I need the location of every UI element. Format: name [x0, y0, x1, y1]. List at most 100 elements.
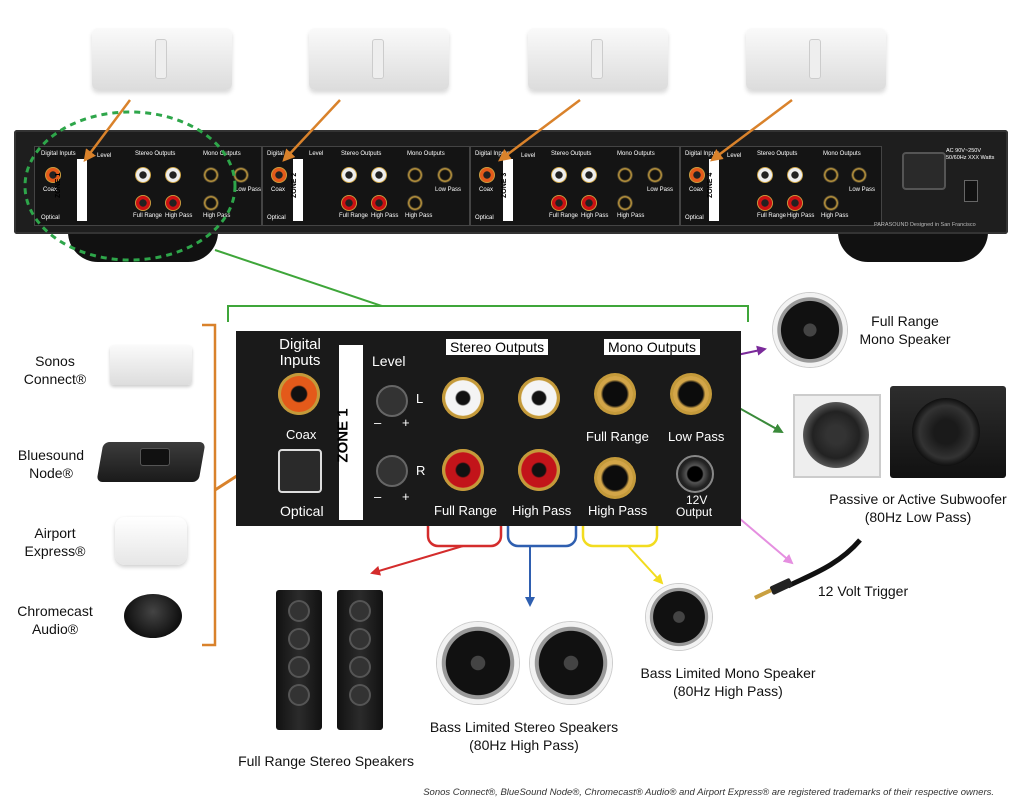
- sonos-connect-icon: [528, 28, 668, 90]
- bass-mono-label: Bass Limited Mono Speaker (80Hz High Pas…: [628, 664, 828, 700]
- panel-optical-label: Optical: [280, 503, 324, 519]
- rack-foot: [838, 232, 988, 262]
- zone-level-label: Level: [727, 153, 742, 159]
- rca-red-jack: [551, 195, 567, 211]
- trigger-jack: [676, 455, 714, 493]
- rca-gold-jack: [407, 167, 423, 183]
- zone-stereo-outputs-label: Stereo Outputs: [135, 151, 176, 157]
- zone-coax-label: Coax: [689, 187, 704, 193]
- source-bracket: [202, 323, 217, 647]
- zone-optical-label: Optical: [267, 215, 286, 221]
- floor-speaker-icon: [337, 590, 383, 730]
- level-minus-label: –: [374, 415, 382, 430]
- zone-full-range-label: Full Range: [549, 213, 579, 219]
- floor-speaker-icon: [276, 590, 322, 730]
- source-airport-label: Airport Express®: [0, 524, 110, 560]
- zone-label-strip: [503, 159, 513, 221]
- zone-low-pass-label: Low Pass: [849, 187, 876, 193]
- zone-low-pass-label: Low Pass: [235, 187, 262, 193]
- rca-gold-jack: [407, 195, 423, 211]
- zone-stereo-outputs-label: Stereo Outputs: [757, 151, 798, 157]
- sonos-connect-icon: [92, 28, 232, 90]
- rack-zone4-text: ZONE 4: [707, 173, 714, 198]
- coax-jack: [278, 373, 320, 415]
- optical-jack: [278, 449, 322, 493]
- zone-optical-label: Optical: [41, 215, 60, 221]
- zone-label-strip: [339, 345, 363, 520]
- subwoofer-icon: [890, 386, 1006, 478]
- source-line2: Node®: [29, 465, 73, 481]
- zone-high-pass-label: High Pass: [371, 213, 399, 219]
- coax-jack: [479, 167, 495, 183]
- zone-optical-label: Optical: [475, 215, 494, 221]
- panel-level-label: Level: [372, 353, 406, 369]
- zone-high-pass-label: High Pass: [787, 213, 815, 219]
- zone1-detail-panel: Digital Inputs Coax Optical ZONE 1 Level…: [236, 331, 741, 526]
- full-range-mono-label: Full Range Mono Speaker: [850, 312, 960, 348]
- zone-coax-label: Coax: [479, 187, 494, 193]
- panel-digital-inputs-label: Digital Inputs: [279, 336, 321, 369]
- rca-white-jack: [581, 167, 597, 183]
- zone-full-range-label: Full Range: [133, 213, 163, 219]
- rca-gold-jack: [647, 167, 663, 183]
- coax-jack: [689, 167, 705, 183]
- level-knob-left[interactable]: [376, 385, 408, 417]
- rca-white-jack: [787, 167, 803, 183]
- source-line1: Chromecast: [17, 603, 93, 619]
- rca-gold-jack: [437, 167, 453, 183]
- sonos-to-coax-arrows: [83, 99, 793, 162]
- zone-level-label: Level: [97, 153, 112, 159]
- label-line1: Bass Limited Mono Speaker: [640, 665, 816, 681]
- rca-red-jack: [518, 449, 560, 491]
- ceiling-speaker-icon: [530, 622, 612, 704]
- ceiling-speaker-icon: [773, 293, 847, 367]
- coax-jack: [271, 167, 287, 183]
- panel-full-range-label: Full Range: [434, 503, 497, 518]
- level-knob-right[interactable]: [376, 455, 408, 487]
- rca-white-jack: [341, 167, 357, 183]
- zone-level-label: Level: [309, 151, 324, 157]
- trigger-cable-icon: [753, 538, 862, 600]
- rca-white-jack: [442, 377, 484, 419]
- zone-digital-inputs-label: Digital In: [267, 151, 291, 157]
- sonos-connect-icon: [309, 28, 449, 90]
- rca-red-jack: [757, 195, 773, 211]
- zone-mono-outputs-label: Mono Outputs: [823, 151, 861, 157]
- ceiling-speaker-icon: [646, 584, 712, 650]
- arrow-bass-mono: [627, 545, 664, 585]
- rack-zone2-text: ZONE 2: [291, 173, 298, 198]
- level-l-label: L: [416, 391, 424, 406]
- level-r-label: R: [416, 463, 426, 478]
- panel-mono-outputs-label: Mono Outputs: [604, 339, 700, 355]
- rca-white-jack: [371, 167, 387, 183]
- zone-high-pass-label: High Pass: [581, 213, 609, 219]
- zone-digital-inputs-label: Digital Inputs: [685, 151, 720, 157]
- source-line2: Audio®: [31, 621, 79, 637]
- amplifier-rear-panel: Digital Inputs Level Stereo Outputs Mono…: [14, 130, 1008, 234]
- ceiling-speaker-icon: [437, 622, 519, 704]
- zone-high-pass-label: High Pass: [165, 213, 193, 219]
- source-bluesound-label: Bluesound Node®: [0, 446, 106, 482]
- rca-red-jack: [165, 195, 181, 211]
- zone-1-card: Digital Inputs Level Stereo Outputs Mono…: [34, 146, 262, 226]
- label-line2: (80Hz Low Pass): [864, 509, 972, 525]
- rca-white-jack: [165, 167, 181, 183]
- label-line1: Passive or Active Subwoofer: [829, 491, 1007, 507]
- rca-white-jack: [757, 167, 773, 183]
- zone-mono-outputs-label: Mono Outputs: [617, 151, 655, 157]
- zone-digital-inputs-label: Digital Inputs: [475, 151, 510, 157]
- source-line1: Bluesound: [17, 447, 85, 463]
- rca-white-jack: [518, 377, 560, 419]
- rack-zone3-text: ZONE 3: [501, 173, 508, 198]
- zone-mono-outputs-label: Mono Outputs: [203, 151, 241, 157]
- zone-high-pass-mono-label: High Pass: [617, 213, 645, 219]
- zone-full-range-label: Full Range: [757, 213, 787, 219]
- rca-gold-jack: [617, 195, 633, 211]
- source-chromecast-label: Chromecast Audio®: [0, 602, 110, 638]
- rca-red-jack: [341, 195, 357, 211]
- zoom-callout-line: [214, 249, 383, 307]
- rca-white-jack: [551, 167, 567, 183]
- trademark-footnote: Sonos Connect®, BlueSound Node®, Chromec…: [423, 787, 994, 798]
- coax-jack: [45, 167, 61, 183]
- rca-gold-jack: [670, 373, 712, 415]
